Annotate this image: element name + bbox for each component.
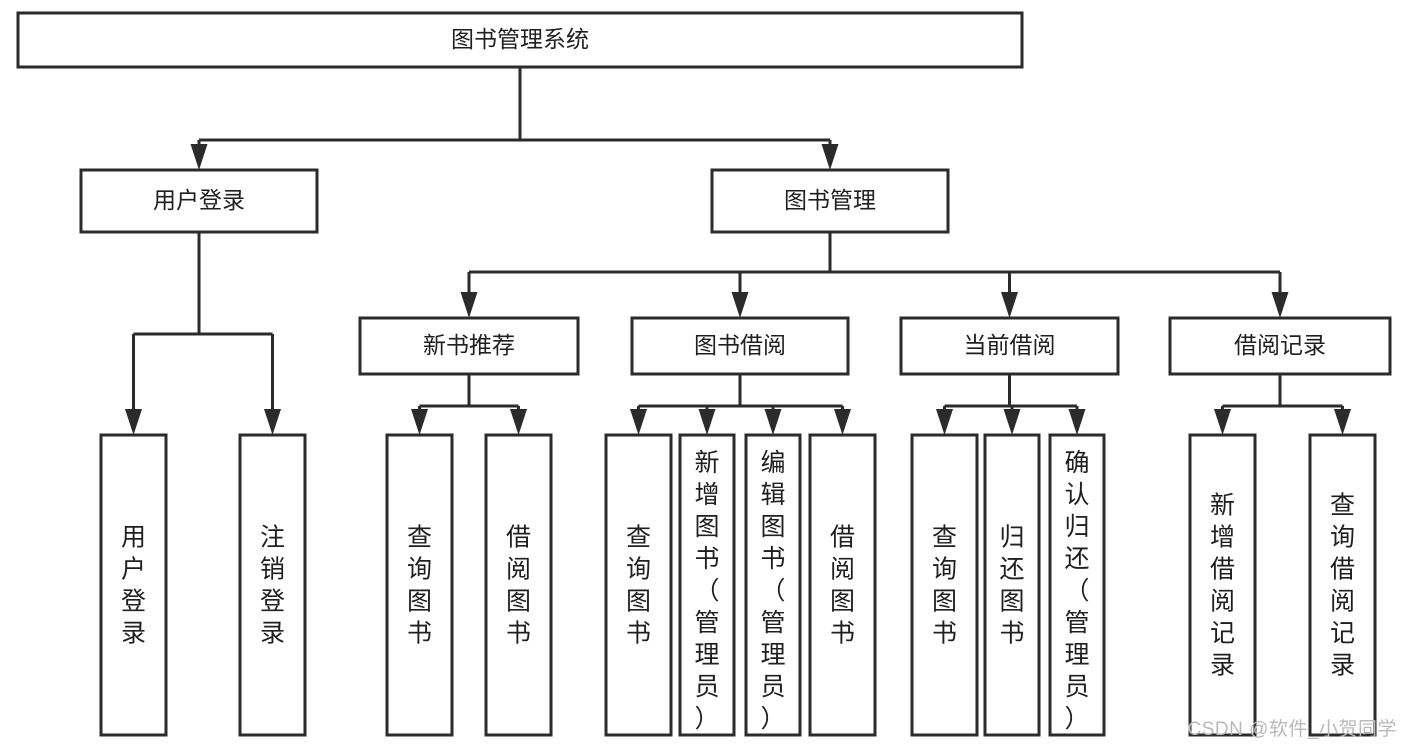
node-label-new-book-rec: 新书推荐	[423, 332, 515, 358]
node-leaf-query-book-3[interactable]: 查询图书	[910, 433, 979, 737]
node-user-login[interactable]: 用户登录	[79, 168, 319, 234]
edge-group-user-login	[125, 232, 281, 435]
node-box-leaf-query-book-1[interactable]	[385, 433, 454, 737]
arrow-head-icon	[731, 292, 749, 318]
node-box-leaf-add-record[interactable]	[1188, 433, 1257, 737]
node-book-manage[interactable]: 图书管理	[710, 168, 950, 234]
node-borrow-record[interactable]: 借阅记录	[1168, 316, 1392, 376]
arrow-head-icon	[698, 409, 716, 435]
node-box-current-borrow[interactable]	[899, 316, 1120, 376]
arrow-head-icon	[834, 409, 851, 435]
node-label-current-borrow: 当前借阅	[964, 332, 1056, 358]
node-leaf-borrow-book-1[interactable]: 借阅图书	[484, 433, 553, 737]
arrow-head-icon	[1271, 292, 1289, 318]
arrow-head-icon	[936, 409, 953, 435]
edge-group-new-book-rec	[411, 374, 527, 435]
node-box-leaf-logout[interactable]	[238, 433, 307, 737]
edges-layer	[125, 67, 1351, 435]
node-leaf-query-book-1[interactable]: 查询图书	[385, 433, 454, 737]
arrow-head-icon	[821, 144, 839, 170]
node-current-borrow[interactable]: 当前借阅	[899, 316, 1120, 376]
node-label-user-login: 用户登录	[153, 187, 245, 213]
arrow-head-icon	[1214, 409, 1231, 435]
node-leaf-borrow-book-2[interactable]: 借阅图书	[808, 433, 877, 737]
node-box-leaf-return-book[interactable]	[983, 433, 1041, 737]
node-box-leaf-query-record[interactable]	[1308, 433, 1377, 737]
node-label-book-manage: 图书管理	[784, 187, 876, 213]
node-label-leaf-borrow-book-2: 借阅图书	[830, 524, 855, 648]
node-box-leaf-edit-book[interactable]	[744, 433, 802, 737]
arrow-head-icon	[1001, 292, 1018, 318]
node-label-leaf-borrow-book-1: 借阅图书	[506, 524, 531, 648]
arrow-head-icon	[510, 409, 527, 435]
node-leaf-logout[interactable]: 注销登录	[238, 433, 307, 737]
node-box-user-login[interactable]	[79, 168, 319, 234]
arrow-head-icon	[764, 409, 782, 435]
arrow-head-icon	[1334, 409, 1351, 435]
node-leaf-query-record[interactable]: 查询借阅记录	[1308, 433, 1377, 737]
node-label-leaf-query-book-1: 查询图书	[407, 524, 432, 648]
node-label-leaf-return-book: 归还图书	[999, 524, 1024, 648]
node-box-leaf-user-login[interactable]	[99, 433, 168, 737]
node-box-leaf-add-book[interactable]	[678, 433, 736, 737]
node-label-leaf-query-book-2: 查询图书	[626, 524, 651, 648]
node-box-borrow-record[interactable]	[1168, 316, 1392, 376]
node-leaf-add-book[interactable]: 新增图书（管理员）	[678, 433, 736, 737]
arrow-head-icon	[1068, 409, 1086, 435]
node-label-book-borrow: 图书借阅	[694, 332, 786, 358]
node-box-book-borrow[interactable]	[630, 316, 850, 376]
node-label-leaf-edit-book: 编辑图书（管理员）	[760, 449, 785, 733]
node-leaf-confirm-return[interactable]: 确认归还（管理员）	[1048, 433, 1106, 737]
node-root[interactable]: 图书管理系统	[16, 11, 1024, 69]
node-leaf-user-login[interactable]: 用户登录	[99, 433, 168, 737]
arrow-head-icon	[460, 292, 478, 318]
arrow-head-icon	[190, 144, 208, 170]
edge-group-root	[190, 67, 839, 170]
node-leaf-query-book-2[interactable]: 查询图书	[604, 433, 673, 737]
node-label-leaf-logout: 注销登录	[260, 524, 285, 648]
node-label-leaf-add-book: 新增图书（管理员）	[694, 449, 719, 733]
watermark-text: CSDN @软件_小贺同学	[1187, 719, 1397, 740]
arrow-head-icon	[264, 409, 281, 435]
node-new-book-rec[interactable]: 新书推荐	[358, 316, 580, 376]
node-leaf-add-record[interactable]: 新增借阅记录	[1188, 433, 1257, 737]
node-box-leaf-query-book-3[interactable]	[910, 433, 979, 737]
node-box-root[interactable]	[16, 11, 1024, 69]
edge-group-borrow-record	[1214, 374, 1351, 435]
node-box-leaf-borrow-book-1[interactable]	[484, 433, 553, 737]
arrow-head-icon	[125, 409, 142, 435]
node-book-borrow[interactable]: 图书借阅	[630, 316, 850, 376]
node-box-leaf-borrow-book-2[interactable]	[808, 433, 877, 737]
node-label-leaf-confirm-return: 确认归还（管理员）	[1064, 449, 1089, 733]
edge-group-current-borrow	[936, 374, 1086, 435]
arrow-head-icon	[1003, 409, 1021, 435]
arrow-head-icon	[411, 409, 428, 435]
node-label-leaf-query-book-3: 查询图书	[932, 524, 957, 648]
node-box-leaf-query-book-2[interactable]	[604, 433, 673, 737]
node-leaf-return-book[interactable]: 归还图书	[983, 433, 1041, 737]
edge-group-book-manage	[460, 232, 1289, 318]
nodes-layer: 图书管理系统用户登录图书管理新书推荐图书借阅当前借阅借阅记录用户登录注销登录查询…	[16, 11, 1392, 737]
node-box-leaf-confirm-return[interactable]	[1048, 433, 1106, 737]
arrow-head-icon	[630, 409, 647, 435]
node-label-root: 图书管理系统	[451, 26, 589, 52]
node-box-book-manage[interactable]	[710, 168, 950, 234]
node-label-leaf-query-record: 查询借阅记录	[1330, 492, 1355, 680]
node-leaf-edit-book[interactable]: 编辑图书（管理员）	[744, 433, 802, 737]
edge-group-book-borrow	[630, 374, 851, 435]
node-label-leaf-add-record: 新增借阅记录	[1210, 492, 1235, 680]
node-label-borrow-record: 借阅记录	[1234, 332, 1326, 358]
node-label-leaf-user-login: 用户登录	[121, 524, 146, 648]
node-box-new-book-rec[interactable]	[358, 316, 580, 376]
